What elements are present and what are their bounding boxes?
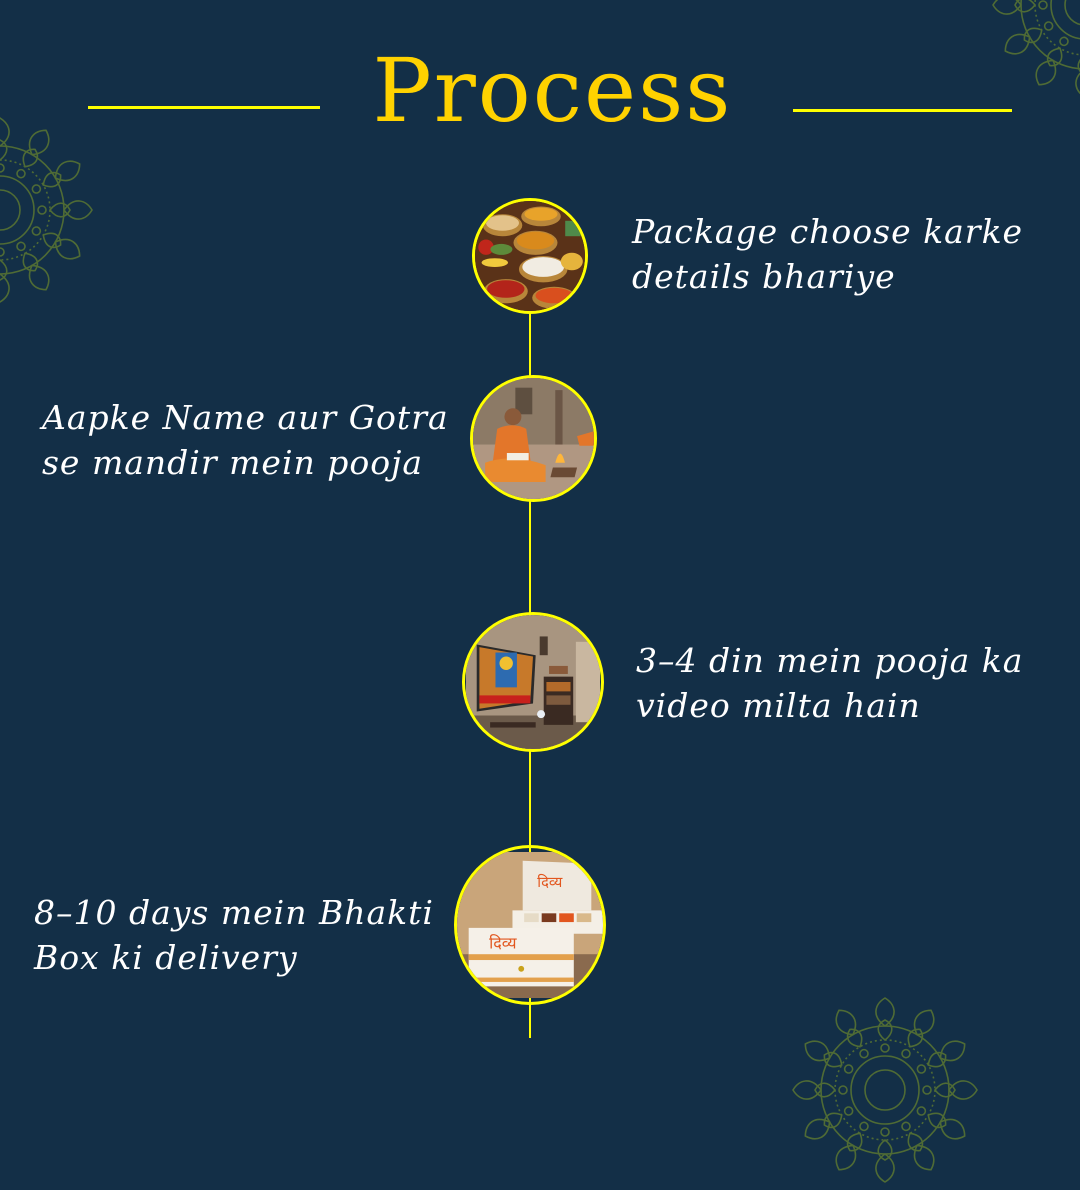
step-2-line-1: Aapke Name aur Gotra [42, 398, 449, 437]
title-divider-left [88, 106, 320, 109]
step-3-line-2: video milta hain [636, 686, 921, 725]
step-1-line-1: Package choose karke [632, 212, 1024, 251]
tv-living-room-icon [466, 615, 600, 749]
step-2-image [470, 375, 597, 502]
page-title: Process [372, 39, 733, 142]
step-2-description: Aapke Name aur Gotra se mandir mein pooj… [42, 395, 449, 485]
bhakti-box-icon: दिव्य दिव्य [457, 852, 603, 998]
mandala-decoration-top-right-icon [992, 0, 1080, 98]
title-divider-right [793, 109, 1012, 112]
step-2-line-2: se mandir mein pooja [42, 443, 424, 482]
step-4-description: 8–10 days mein Bhakti Box ki delivery [34, 890, 434, 980]
step-4-image: दिव्य दिव्य [454, 845, 606, 1005]
step-3-line-1: 3–4 din mein pooja ka [636, 641, 1024, 680]
step-1-description: Package choose karke details bhariye [632, 209, 1023, 299]
step-4-line-1: 8–10 days mein Bhakti [34, 893, 434, 932]
step-4-line-2: Box ki delivery [34, 938, 298, 977]
priest-havan-icon [473, 378, 594, 499]
step-3-description: 3–4 din mein pooja ka video milta hain [636, 638, 1023, 728]
step-1-line-2: details bhariye [632, 257, 896, 296]
step-3-image [462, 612, 604, 752]
svg-text:दिव्य: दिव्य [537, 873, 563, 891]
spices-bowls-icon [475, 201, 585, 311]
step-1-image [472, 198, 588, 314]
svg-text:दिव्य: दिव्य [489, 933, 518, 952]
mandala-decoration-bottom-right-icon [792, 997, 978, 1183]
mandala-decoration-left-icon [0, 117, 93, 303]
